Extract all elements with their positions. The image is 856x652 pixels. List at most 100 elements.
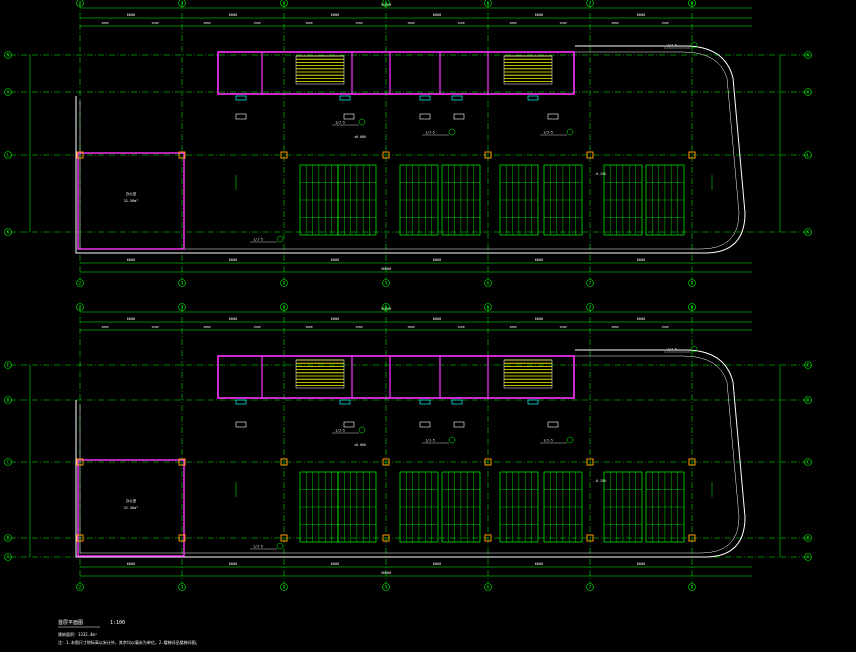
grid-bubble-left (4, 458, 12, 466)
grid-bubble-top (484, 0, 492, 7)
grid-bubble-bottom (586, 583, 594, 591)
dim-text-bottom-bay: 6000 (637, 562, 645, 566)
structural-column (280, 458, 288, 466)
window-symbol (339, 399, 351, 405)
structural-column (76, 151, 84, 159)
lower-floor-plan: 3600060003000150060003000150060003000150… (4, 303, 812, 591)
dim-text-bottom-bay: 6000 (229, 258, 237, 262)
structural-column (586, 458, 594, 466)
structural-column (382, 151, 390, 159)
structural-column (76, 534, 84, 542)
grid-bubble-label: 8 (691, 1, 694, 7)
dim-text-bay: 6000 (229, 317, 237, 321)
fixture-symbol (453, 113, 465, 120)
dim-text-bottom-bay: 6000 (127, 258, 135, 262)
dim-text-bottom-bay: 6000 (535, 562, 543, 566)
dim-text-seg: 1500 (151, 21, 158, 25)
grid-bubble-label: 4 (283, 585, 286, 591)
left-room-wall (77, 152, 185, 250)
grid-bubble-label: 5 (385, 281, 388, 287)
dim-text-bottom-bay: 6000 (433, 258, 441, 262)
window-symbol (235, 399, 247, 405)
structural-column (484, 458, 492, 466)
dim-text-bottom-bay: 6000 (535, 258, 543, 262)
structural-column (76, 458, 84, 466)
structural-column (178, 458, 186, 466)
grid-bubble-top (586, 0, 594, 7)
dim-text-bottom-bay: 6000 (331, 258, 339, 262)
detail-callout-circle (690, 41, 698, 49)
detail-callout-circle (358, 426, 366, 434)
grid-bubble-label: C (7, 460, 10, 466)
grid-bubble-label: 3 (181, 281, 184, 287)
room-name: 办公室 (126, 498, 137, 503)
grid-bubble-bottom (586, 279, 594, 287)
grid-bubble-bottom (484, 583, 492, 591)
grid-bubble-bottom (688, 279, 696, 287)
grid-bubble-right (804, 534, 812, 542)
grid-bubble-label: D (807, 398, 810, 404)
grid-bubble-bottom (76, 583, 84, 591)
grid-bubble-left (4, 88, 12, 96)
grid-bubble-label: B (807, 536, 810, 542)
structural-column (688, 458, 696, 466)
structural-column (382, 458, 390, 466)
grid-bubble-label: 5 (385, 305, 388, 311)
grid-bubble-left (4, 361, 12, 369)
dim-text-seg: 1500 (457, 325, 464, 329)
dim-text-seg: 3000 (611, 325, 618, 329)
level-marker: -0.150 (594, 172, 606, 176)
structural-column (280, 534, 288, 542)
building-outline-inner (79, 355, 740, 554)
grid-bubble-left (4, 151, 12, 159)
grid-bubble-label: A (807, 555, 810, 561)
floor-plans-group: 3 6000 6000 3000 1500 6000 3000 1500 6000 3000 150… (4, 0, 812, 591)
dim-text-seg: 3000 (203, 325, 210, 329)
dim-text-bay: 6000 (535, 13, 543, 17)
structural-column (178, 151, 186, 159)
fixture-symbol (453, 421, 465, 428)
dim-text-seg: 3000 (101, 21, 108, 25)
grid-bubble-label: 6 (487, 305, 490, 311)
grid-bubble-label: 3 (181, 305, 184, 311)
grid-bubble-top (280, 303, 288, 311)
fixture-symbol (343, 113, 355, 120)
grid-bubble-label: 3 (181, 1, 184, 7)
grid-bubble-label: N (7, 53, 10, 59)
core-wall-block (217, 51, 575, 95)
grid-bubble-label: 6 (487, 585, 490, 591)
detail-callout-circle (276, 235, 284, 243)
stair-right-frame (503, 359, 553, 389)
dim-text-bay: 6000 (127, 317, 135, 321)
grid-bubble-bottom (484, 279, 492, 287)
dim-text-seg: 1500 (355, 21, 362, 25)
grid-bubble-label: E (7, 363, 10, 369)
grid-bubble-top (484, 303, 492, 311)
grid-bubble-label: 4 (283, 1, 286, 7)
grid-bubble-label: K (807, 230, 810, 236)
grid-bubble-bottom (688, 583, 696, 591)
dim-text-seg: 1500 (661, 21, 668, 25)
detail-callout-text: 1/J-5 (543, 131, 553, 135)
grid-bubble-right (804, 396, 812, 404)
grid-bubble-label: 2 (79, 585, 82, 591)
grid-bubble-label: 2 (79, 281, 82, 287)
window-symbol (451, 399, 463, 405)
window-symbol (527, 95, 539, 101)
grid-bubble-label: 8 (691, 281, 694, 287)
dim-text-bottom-bay: 6000 (331, 562, 339, 566)
level-marker: -0.150 (594, 479, 606, 483)
structural-column (586, 534, 594, 542)
detail-callout-text: 1/J-5 (667, 348, 677, 352)
window-symbol (527, 399, 539, 405)
grid-bubble-label: L (807, 153, 810, 159)
fixture-symbol (419, 113, 431, 120)
core-wall-block (217, 355, 575, 399)
grid-bubble-top (76, 303, 84, 311)
detail-callout-text: 1/J-5 (253, 238, 263, 242)
detail-callout-circle (566, 436, 574, 444)
structural-column (484, 151, 492, 159)
dim-text-seg: 1500 (457, 21, 464, 25)
grid-bubble-bottom (280, 583, 288, 591)
